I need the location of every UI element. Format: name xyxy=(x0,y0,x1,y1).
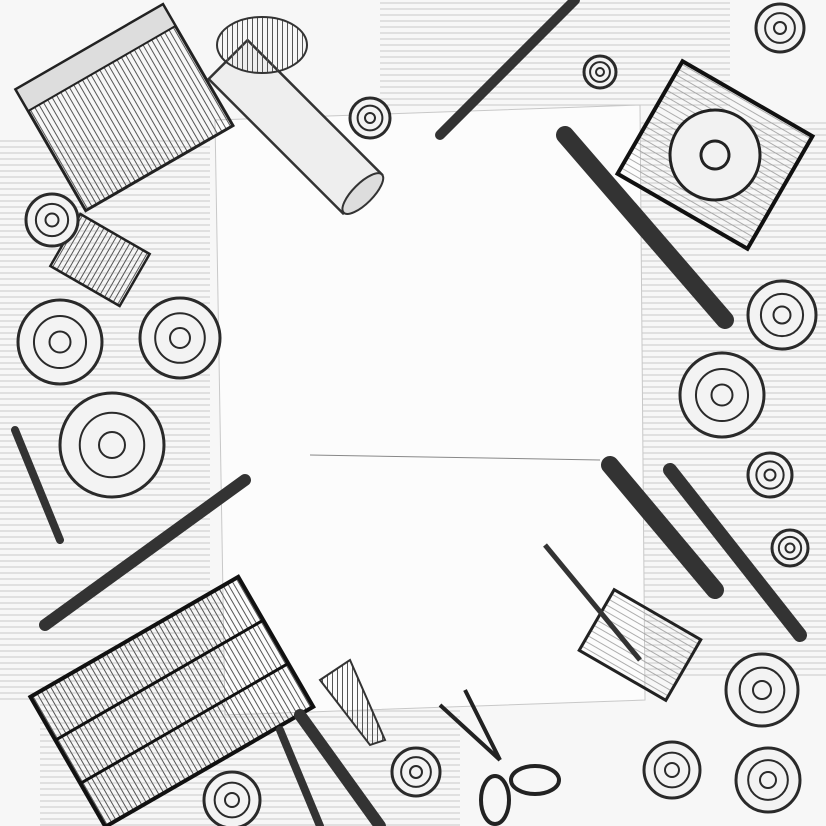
blank-paper-sheet xyxy=(214,104,646,716)
paintbrush-bottom xyxy=(294,709,386,826)
gear-icon xyxy=(582,54,618,90)
gear-icon xyxy=(16,298,104,386)
gear-icon xyxy=(770,528,810,568)
gear-icon xyxy=(746,451,794,499)
pen-left-bottom xyxy=(39,474,251,631)
brush-block xyxy=(13,2,235,213)
fountain-pen-right xyxy=(556,126,734,329)
mechanical-assembly xyxy=(577,587,703,703)
gear-icon xyxy=(734,746,802,814)
wooden-crate xyxy=(27,574,316,826)
scissors xyxy=(438,689,561,826)
gear-icon xyxy=(58,391,166,499)
knife-tool xyxy=(276,726,324,826)
gear-icon xyxy=(678,351,766,439)
gear-icon xyxy=(24,192,80,248)
gear-icon xyxy=(746,279,818,351)
tweezers xyxy=(543,543,642,662)
gear-icon xyxy=(348,96,392,140)
marker-right-2 xyxy=(663,463,807,642)
gear-icon xyxy=(642,740,702,800)
brush-bristles xyxy=(318,658,387,747)
gear-icon xyxy=(138,296,222,380)
twine-bundle xyxy=(216,16,308,74)
wrench-tool xyxy=(11,426,64,544)
gear-icon xyxy=(754,2,806,54)
fountain-pen-top xyxy=(435,0,580,140)
clockwork-device xyxy=(614,58,816,252)
paper-fold-line xyxy=(309,454,601,461)
marker-right-1 xyxy=(601,456,724,599)
gear-icon xyxy=(724,652,800,728)
gear-icon xyxy=(202,770,262,826)
gear-icon xyxy=(390,746,442,798)
